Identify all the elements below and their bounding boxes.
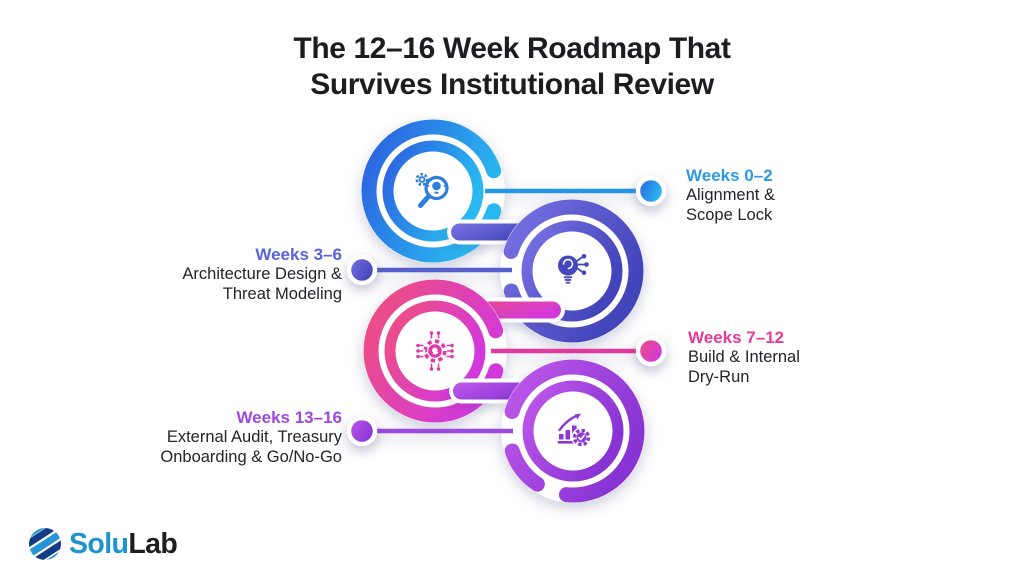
phase-2-outer-ring	[500, 199, 644, 343]
phase-2-dot	[346, 254, 378, 286]
page-title-line1: The 12–16 Week Roadmap That	[293, 32, 731, 65]
search-idea-icon	[415, 173, 449, 208]
phase-3-outer-ring	[363, 279, 507, 423]
phase-3-text-block: Weeks 7–12 Build & Internal Dry-Run	[688, 328, 908, 387]
logo-part-solu: Solu	[69, 528, 129, 560]
solulab-logo: SoluLab	[28, 527, 178, 561]
page-title: The 12–16 Week Roadmap That Survives Ins…	[0, 31, 1024, 103]
solulab-logo-icon	[29, 528, 61, 560]
phase-2-desc-line1: Architecture Design &	[182, 265, 342, 283]
phase-1-desc-line1: Alignment &	[686, 186, 775, 204]
phase-4-text-block: Weeks 13–16 External Audit, Treasury Onb…	[62, 408, 342, 467]
logo-part-lab: Lab	[128, 528, 178, 560]
phase-1-label: Weeks 0–2	[686, 166, 773, 185]
phase-1-node	[361, 119, 651, 263]
phase-3-dot	[635, 335, 667, 367]
phase-4-label: Weeks 13–16	[236, 408, 342, 427]
phase-4-inner-ring	[522, 380, 624, 482]
phase-2-text-block: Weeks 3–6 Architecture Design & Threat M…	[82, 245, 342, 304]
phase-3-label: Weeks 7–12	[688, 328, 785, 347]
phase-1-text-block: Weeks 0–2 Alignment & Scope Lock	[686, 166, 906, 225]
phase-1-center	[399, 157, 467, 225]
phase-4-node	[362, 359, 645, 503]
phase-4-desc-line1: External Audit, Treasury	[166, 428, 342, 446]
phase-2-label: Weeks 3–6	[255, 245, 342, 264]
solulab-logo-text: SoluLab	[69, 527, 178, 561]
idea-network-icon	[558, 254, 589, 284]
page-title-line2: Survives Institutional Review	[310, 68, 714, 101]
phase-3-desc-line2: Dry-Run	[688, 367, 750, 386]
phase-4-desc-line2: Onboarding & Go/No-Go	[160, 447, 342, 466]
phase-3-inner-ring	[384, 300, 486, 402]
phase-3-desc-line1: Build & Internal	[688, 348, 800, 366]
phase-2-desc-line2: Threat Modeling	[222, 284, 342, 303]
phase-4-dot	[346, 415, 378, 447]
phase-1-dot	[635, 175, 667, 207]
phase-2-inner-ring	[521, 220, 623, 322]
gear-circuit-icon	[416, 331, 454, 371]
phase-1-inner-ring	[382, 140, 484, 242]
growth-chart-gear-icon	[557, 413, 592, 448]
phase-1-desc-line2: Scope Lock	[686, 205, 773, 224]
phase-4-outer-ring	[501, 359, 645, 503]
phase-1-outer-ring	[361, 119, 505, 263]
